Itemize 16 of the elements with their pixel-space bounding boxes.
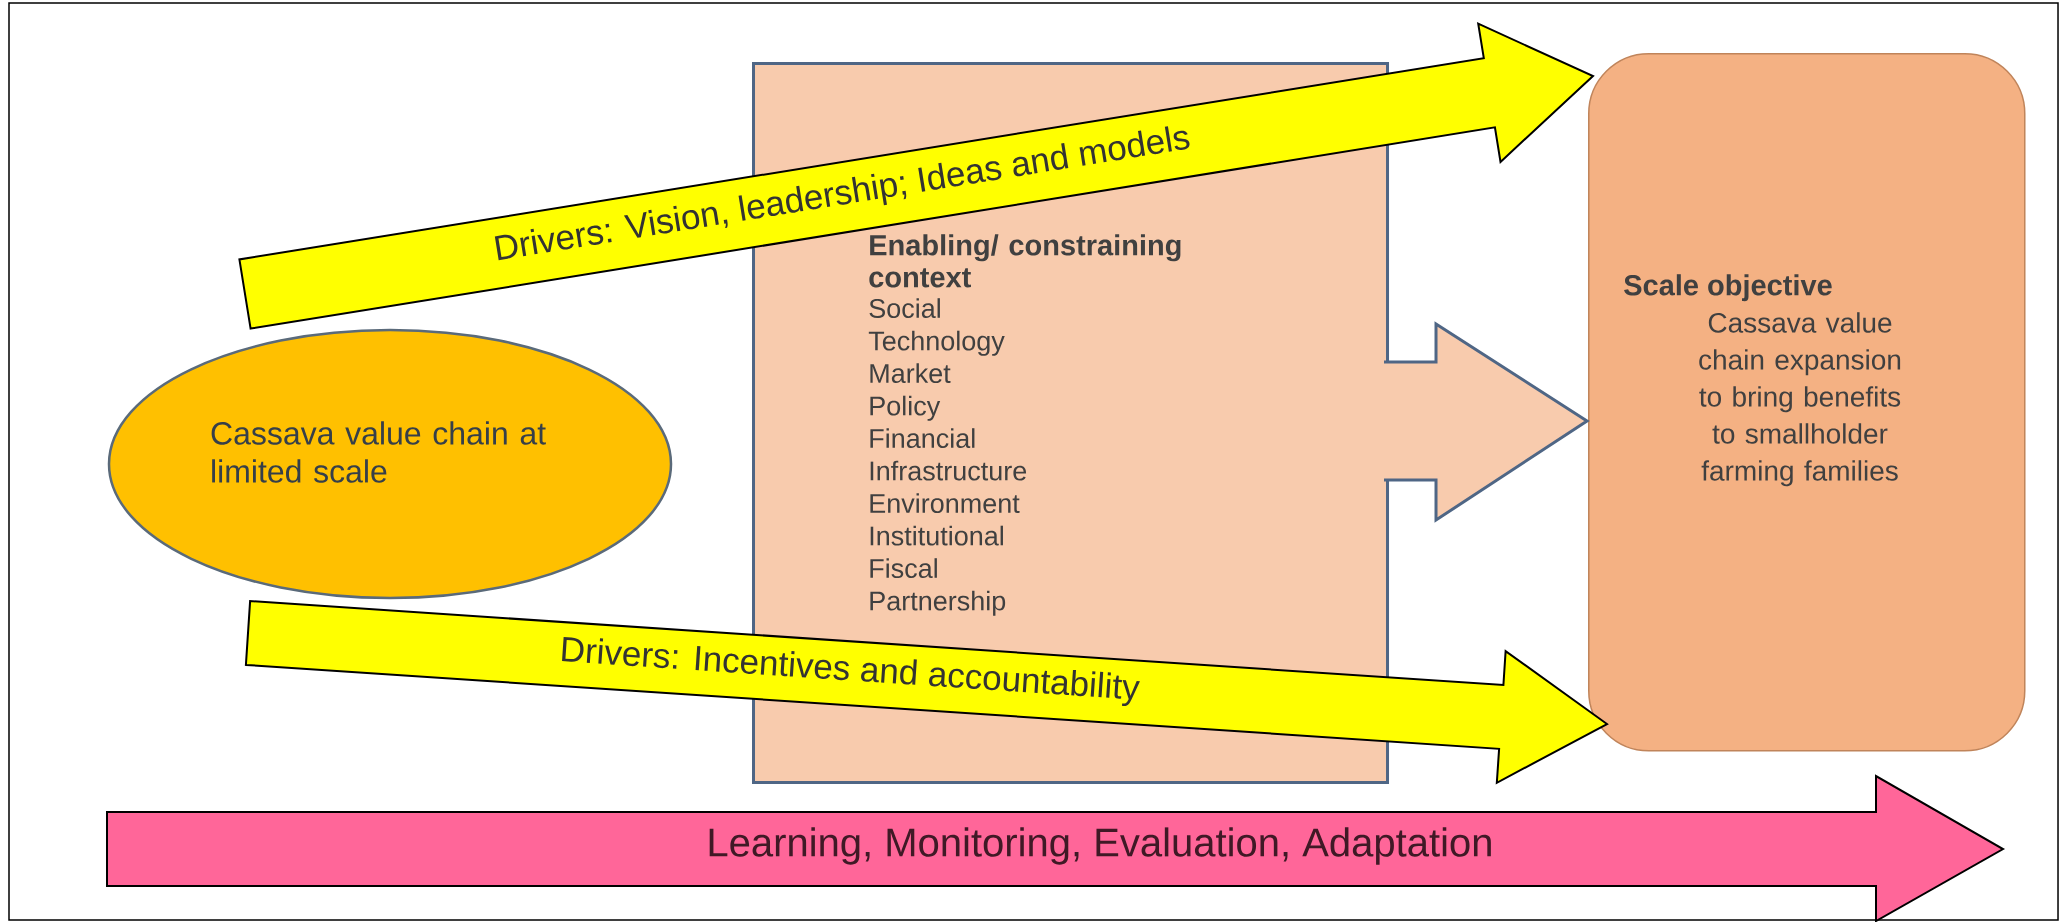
heading: Enabling/ constraining context: [869, 234, 1181, 288]
list-item: Social: [869, 298, 940, 319]
list-item: Fiscal: [870, 558, 937, 579]
heading: Scale objective: [1624, 274, 1832, 302]
list-item: Financial: [870, 428, 975, 449]
list-item: Partnership: [870, 590, 1006, 616]
description: Cassava value chain expansion to bring benefits to smallholder farming families: [1699, 312, 1901, 487]
list-item: Infrastructure: [870, 460, 1027, 481]
edge-label: Drivers: Incentives and accountability: [557, 634, 1142, 709]
list-item: Policy: [870, 395, 941, 421]
block-arrow: [1382, 321, 1590, 523]
list-item: Technology: [868, 330, 1005, 356]
oval: Cassava value chain at limited scale: [107, 328, 673, 600]
list-item: Market: [870, 363, 951, 384]
list-item: Institutional: [870, 525, 1003, 546]
list-item: Environment: [870, 493, 1020, 514]
